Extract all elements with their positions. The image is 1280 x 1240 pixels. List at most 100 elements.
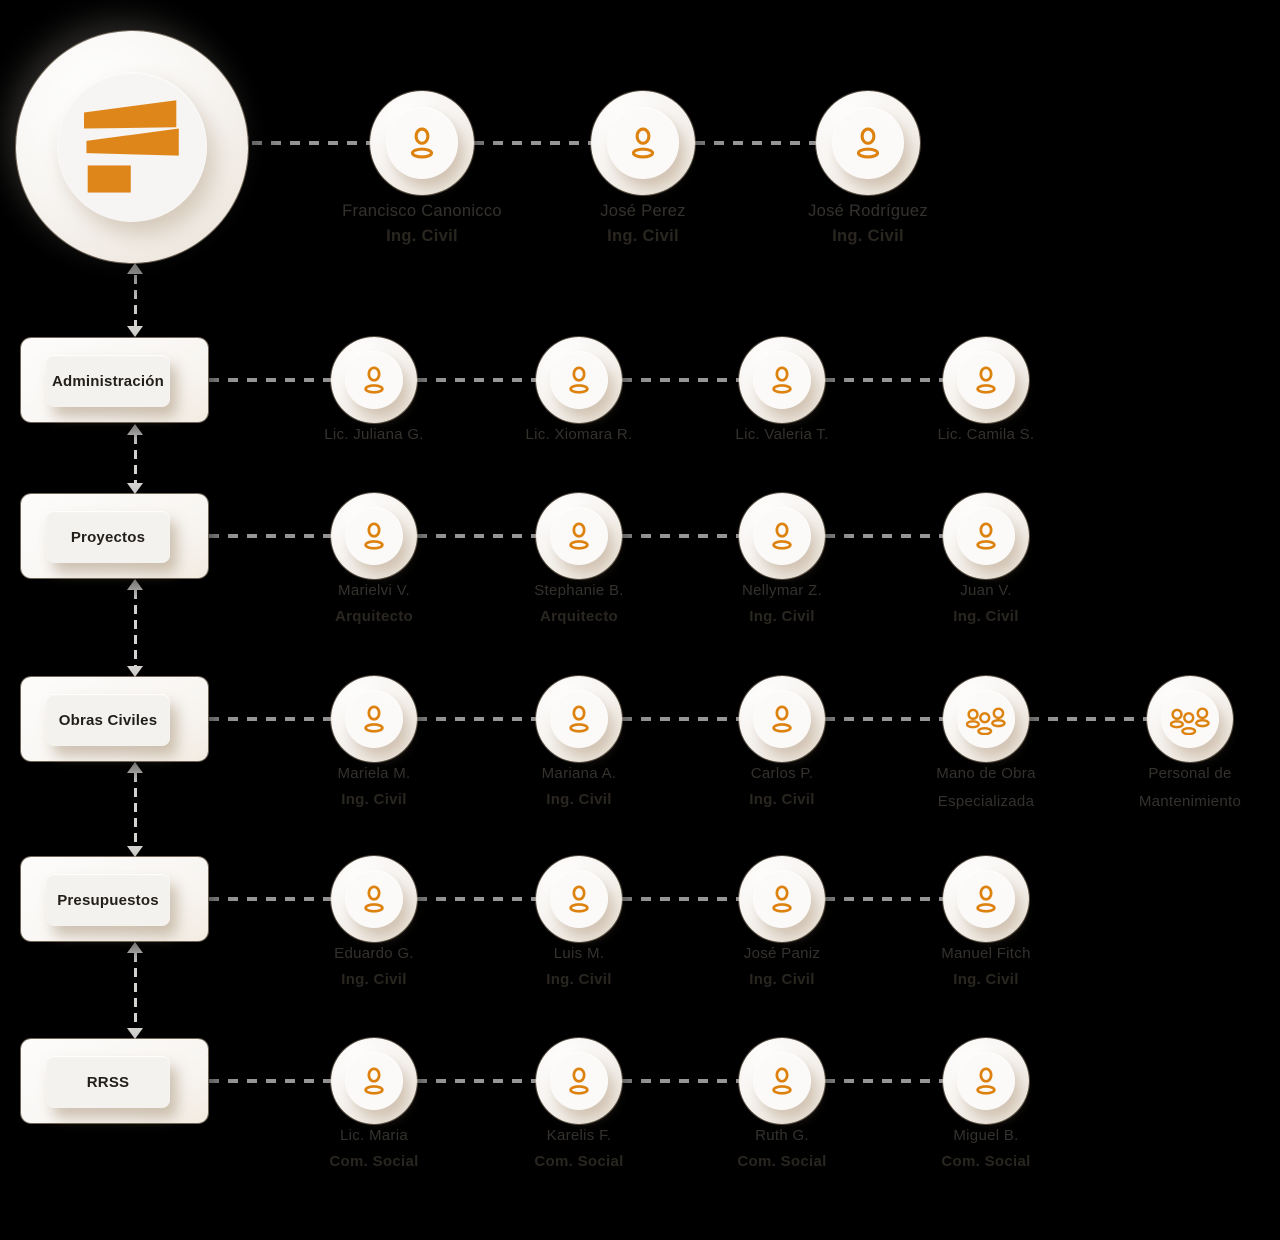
connector-line: [622, 1079, 739, 1083]
department-label: Obras Civiles: [58, 711, 158, 729]
person-role: Ing. Civil: [546, 791, 612, 808]
person-node: [816, 91, 920, 195]
person-name: Eduardo G.: [334, 945, 414, 962]
person-role: Ing. Civil: [749, 608, 815, 625]
connector-line: [695, 141, 816, 145]
person-icon: [566, 885, 592, 914]
person-name: Stephanie B.: [534, 582, 624, 599]
person-role: Ing. Civil: [341, 971, 407, 988]
person-role: Ing. Civil: [749, 791, 815, 808]
person-icon: [769, 366, 795, 395]
person-icon: [566, 1067, 592, 1096]
department-box: Proyectos: [21, 494, 208, 578]
person-role: Ing. Civil: [953, 971, 1019, 988]
person-role: Ing. Civil: [341, 791, 407, 808]
department-box: Obras Civiles: [21, 677, 208, 761]
connector-line: [209, 717, 331, 721]
person-icon: [361, 366, 387, 395]
people-group-icon: [1170, 704, 1210, 735]
person-icon: [566, 705, 592, 734]
connector-line: [622, 717, 739, 721]
team-name-line2: Mantenimiento: [1138, 793, 1242, 810]
person-name: Mariana A.: [541, 765, 617, 782]
connector-line: [825, 717, 943, 721]
person-node: [370, 91, 474, 195]
connector-line: [133, 435, 137, 483]
person-name: Lic. Xiomara R.: [525, 426, 633, 443]
person-node: [591, 91, 695, 195]
connector-line: [417, 534, 536, 538]
person-node: [331, 493, 417, 579]
person-name: José Rodríguez: [808, 202, 928, 220]
person-icon: [361, 885, 387, 914]
person-role: Arquitecto: [335, 608, 413, 625]
person-icon: [973, 522, 999, 551]
person-icon: [769, 522, 795, 551]
arrow-up-icon: [127, 424, 143, 435]
arrow-down-icon: [127, 483, 143, 494]
company-node-inner: [57, 72, 207, 222]
connector-line: [209, 378, 331, 382]
connector-line: [825, 378, 943, 382]
person-node: [536, 1038, 622, 1124]
connector-line: [622, 378, 739, 382]
person-icon: [628, 127, 658, 160]
person-name: Lic. Valeria T.: [735, 426, 829, 443]
person-icon: [361, 1067, 387, 1096]
person-name: Lic. Camila S.: [937, 426, 1035, 443]
people-group-icon: [966, 704, 1006, 735]
team-name-line2: Especializada: [937, 793, 1035, 810]
person-name: Juan V.: [960, 582, 1012, 599]
person-node: [943, 1038, 1029, 1124]
person-icon: [769, 1067, 795, 1096]
person-node: [739, 1038, 825, 1124]
connector-line: [133, 275, 137, 326]
person-name: Mariela M.: [337, 765, 411, 782]
person-role: Arquitecto: [540, 608, 618, 625]
person-node: [536, 493, 622, 579]
arrow-up-icon: [127, 263, 143, 274]
connector-line: [209, 1079, 331, 1083]
connector-line: [133, 773, 137, 846]
person-node: [331, 1038, 417, 1124]
connector-line: [825, 1079, 943, 1083]
person-node: [536, 676, 622, 762]
connector-line: [209, 897, 331, 901]
connector-line: [622, 897, 739, 901]
person-node: [536, 337, 622, 423]
person-icon: [973, 366, 999, 395]
person-node: [943, 493, 1029, 579]
arrow-up-icon: [127, 762, 143, 773]
person-role: Ing. Civil: [832, 227, 904, 245]
person-name: Carlos P.: [750, 765, 814, 782]
person-role: Ing. Civil: [749, 971, 815, 988]
person-role: Com. Social: [534, 1153, 624, 1170]
connector-line: [209, 534, 331, 538]
person-name: Nellymar Z.: [742, 582, 822, 599]
department-label: Proyectos: [70, 528, 146, 546]
person-icon: [853, 127, 883, 160]
arrow-up-icon: [127, 579, 143, 590]
company-node: [16, 31, 248, 263]
person-name: Marielvi V.: [338, 582, 410, 599]
company-logo-bars: [84, 100, 180, 194]
connector-line: [825, 534, 943, 538]
department-label: RRSS: [86, 1073, 130, 1091]
person-node: [331, 676, 417, 762]
person-name: Lic. Juliana G.: [324, 426, 424, 443]
person-node: [536, 856, 622, 942]
person-node: [943, 337, 1029, 423]
person-icon: [566, 522, 592, 551]
connector-line: [133, 590, 137, 666]
person-role: Com. Social: [941, 1153, 1031, 1170]
arrow-up-icon: [127, 942, 143, 953]
person-name: Karelis F.: [546, 1127, 612, 1144]
person-node: [331, 856, 417, 942]
connector-line: [133, 953, 137, 1028]
department-label: Administración: [52, 372, 164, 390]
team-name-line1: Personal de: [1148, 765, 1232, 782]
department-box: Presupuestos: [21, 857, 208, 941]
person-name: Miguel B.: [953, 1127, 1019, 1144]
person-icon: [361, 705, 387, 734]
